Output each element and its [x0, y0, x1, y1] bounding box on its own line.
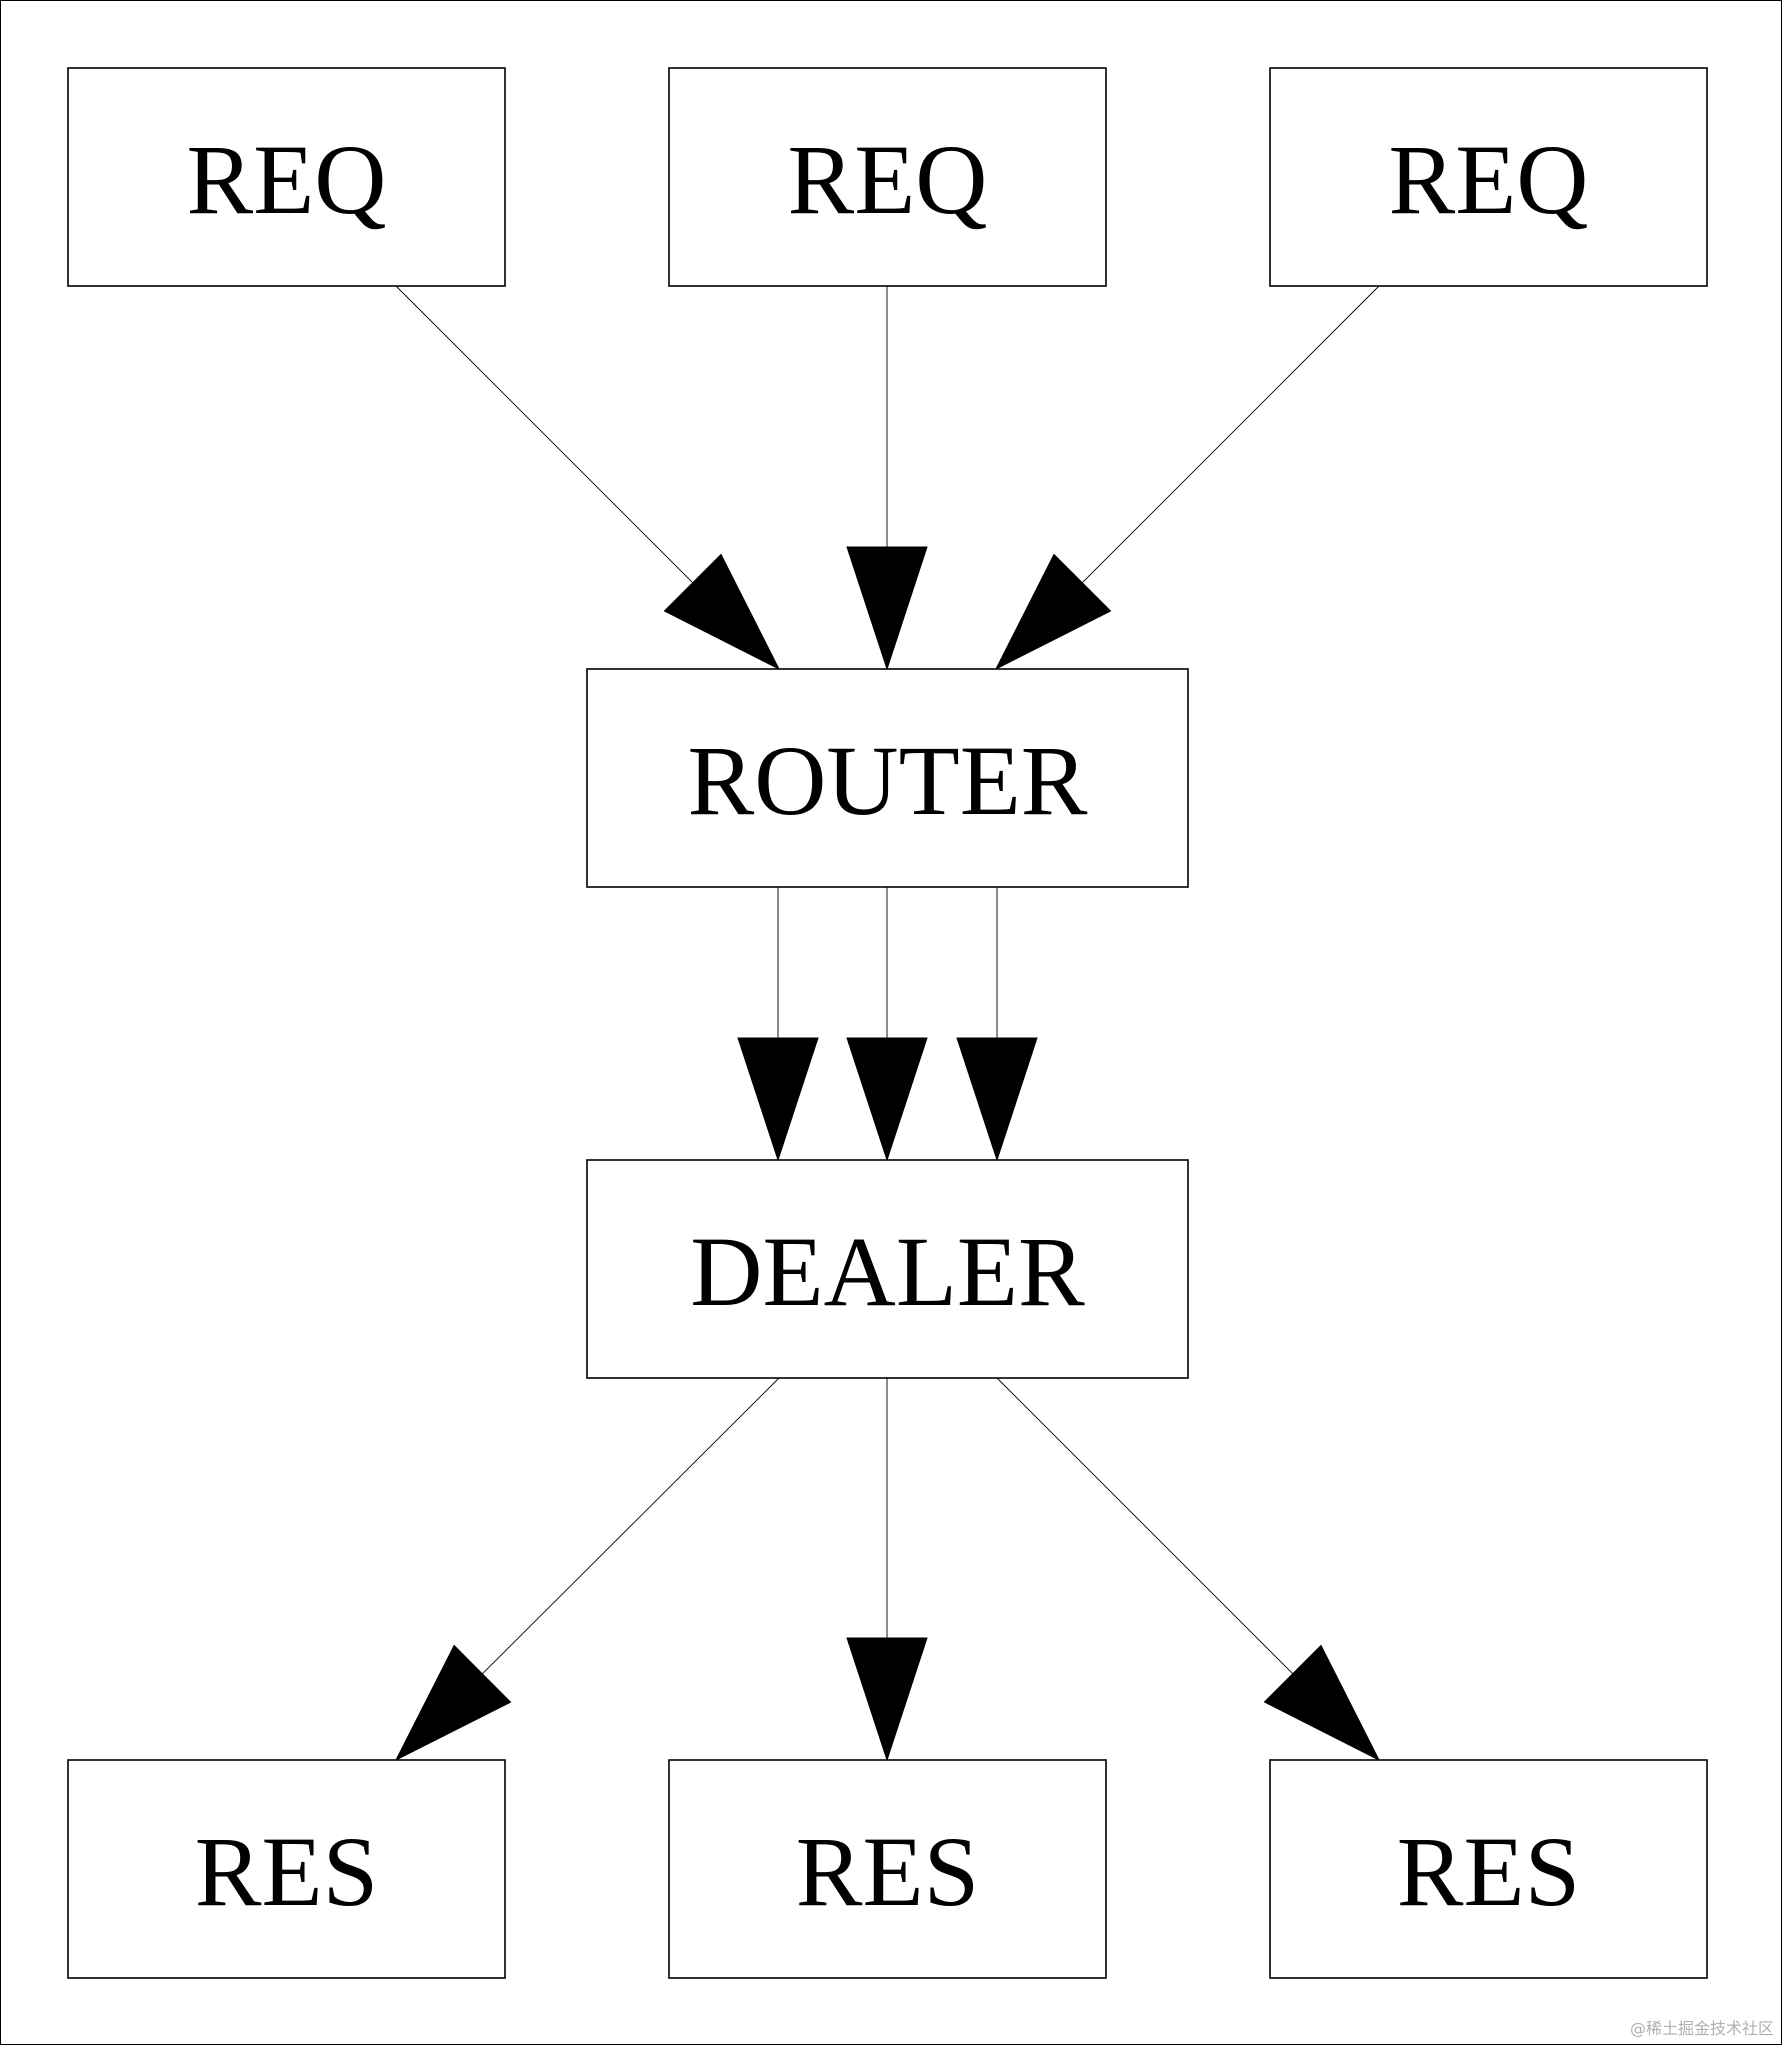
node-box	[1269, 1759, 1708, 1979]
arrowhead-icon	[394, 1644, 512, 1762]
arrowhead-icon	[663, 553, 781, 671]
node-label: REQ	[788, 124, 988, 235]
node-req1: REQ	[67, 67, 506, 287]
edges	[394, 285, 1381, 1762]
node-res2: RES	[668, 1759, 1107, 1979]
arrowhead-icon	[846, 1037, 928, 1162]
node-box	[586, 668, 1189, 888]
node-box	[67, 1759, 506, 1979]
node-box	[67, 67, 506, 287]
arrowhead-icon	[994, 553, 1112, 671]
node-box	[586, 1159, 1189, 1379]
node-label: RES	[195, 1816, 378, 1927]
arrowhead-icon	[956, 1037, 1038, 1162]
node-req3: REQ	[1269, 67, 1708, 287]
node-label: REQ	[1389, 124, 1589, 235]
edge-dealer-to-res3-line	[996, 1377, 1294, 1675]
node-label: ROUTER	[688, 725, 1088, 836]
node-box	[668, 1759, 1107, 1979]
arrowhead-icon	[737, 1037, 819, 1162]
edge-req3-to-router-line	[1081, 285, 1380, 584]
arrowhead-icon	[846, 546, 928, 671]
node-box	[668, 67, 1107, 287]
edge-dealer-to-res1-line	[482, 1377, 780, 1675]
node-res3: RES	[1269, 1759, 1708, 1979]
node-router: ROUTER	[586, 668, 1189, 888]
edge-req1-to-router-line	[395, 285, 694, 584]
node-req2: REQ	[668, 67, 1107, 287]
node-dealer: DEALER	[586, 1159, 1189, 1379]
node-label: DEALER	[690, 1216, 1085, 1327]
node-label: RES	[796, 1816, 979, 1927]
node-label: REQ	[187, 124, 387, 235]
watermark: @稀土掘金技术社区	[1629, 2019, 1774, 2038]
arrowhead-icon	[846, 1637, 928, 1762]
node-box	[1269, 67, 1708, 287]
arrowhead-icon	[1263, 1644, 1381, 1762]
nodes: REQ REQ REQ ROUTER DEALER RES RES RES	[67, 67, 1708, 1979]
node-res1: RES	[67, 1759, 506, 1979]
node-label: RES	[1397, 1816, 1580, 1927]
